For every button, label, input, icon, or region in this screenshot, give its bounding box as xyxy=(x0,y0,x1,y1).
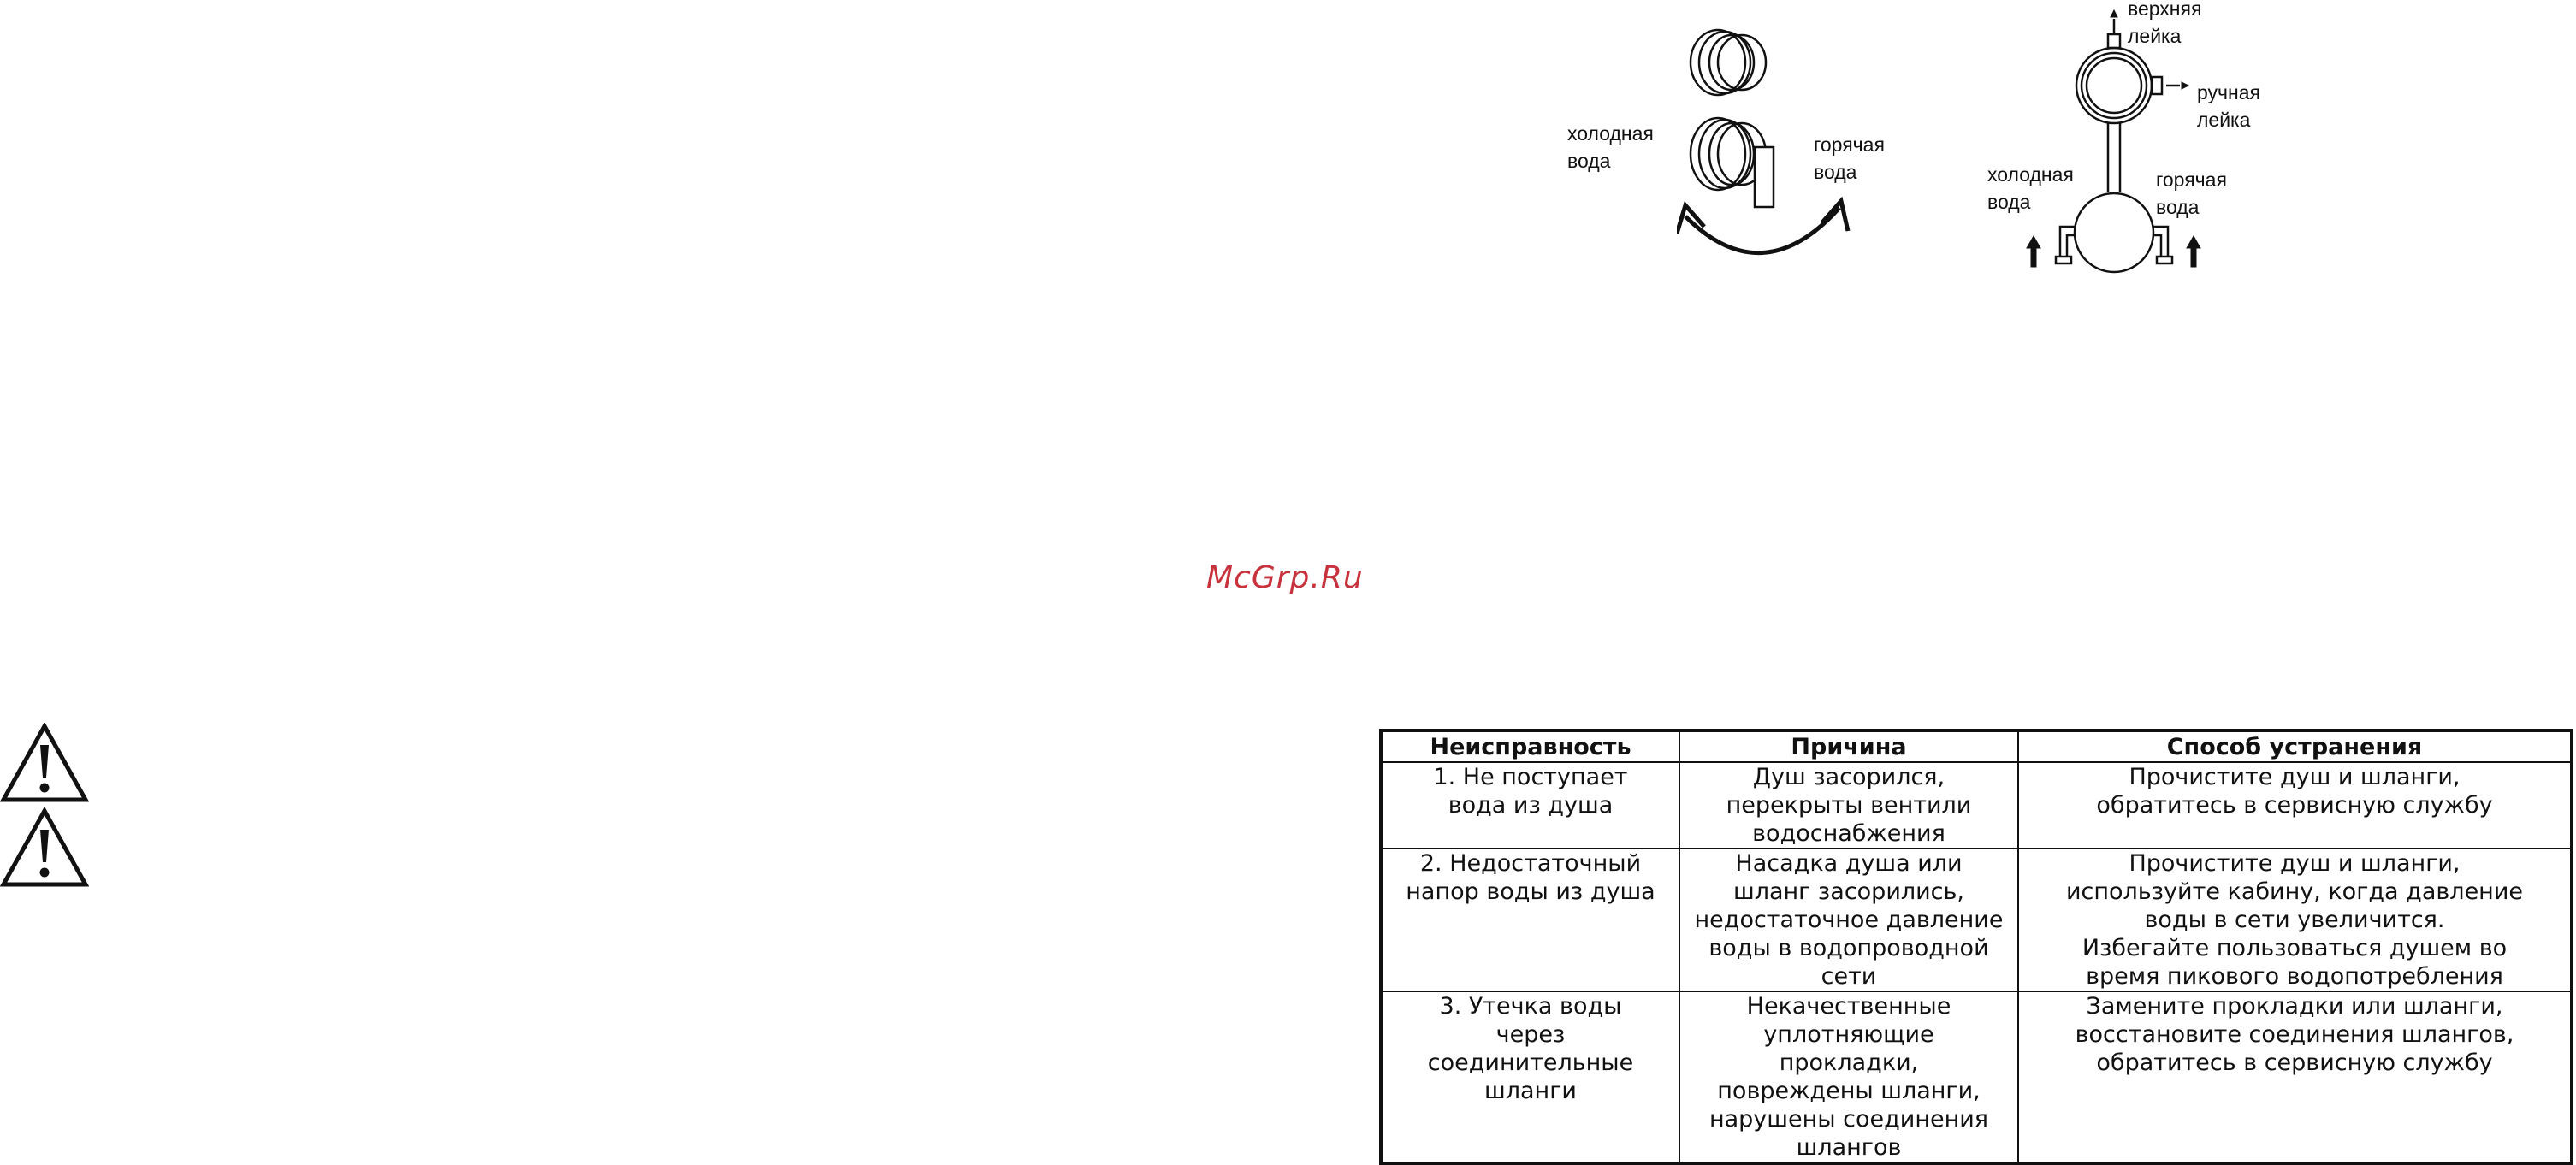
table-row: 1. Не поступает вода из душа Душ засорил… xyxy=(1380,761,2573,849)
upper-knob-icon xyxy=(1689,28,1768,97)
hand-shower-label: ручная лейка xyxy=(2197,81,2260,131)
fault-cell: 2. Недостаточный напор воды из душа xyxy=(1380,848,1680,992)
mixer-cold-water-label: холодная вода xyxy=(1567,122,1654,172)
rotation-arrow-icon xyxy=(1677,196,1851,255)
warning-icon xyxy=(0,807,89,887)
pipe-diagram xyxy=(2026,9,2201,274)
header-fix: Способ устранения xyxy=(2017,730,2573,763)
mixer-hot-water-label: горячая вода xyxy=(1814,133,1885,183)
top-outlet-arrow-icon xyxy=(2110,9,2118,18)
fault-cell: 1. Не поступает вода из душа xyxy=(1380,761,1680,849)
cause-cell: Душ засорился, перекрыты вентили водосна… xyxy=(1679,761,2019,849)
watermark: McGrp.Ru xyxy=(1206,560,1364,595)
fix-cell: Замените прокладки или шланги, восстанов… xyxy=(2017,991,2573,1164)
table-header-row: Неисправность Причина Способ устранения xyxy=(1380,730,2573,763)
warning-icon xyxy=(0,723,89,802)
pipe-hot-water-label: горячая вода xyxy=(2156,169,2227,218)
fix-cell: Прочистите душ и шланги, обратитесь в се… xyxy=(2017,761,2573,849)
troubleshooting-table: Неисправность Причина Способ устранения … xyxy=(1379,729,2573,1165)
top-shower-icon xyxy=(2075,46,2153,125)
pipe-cold-water-label: холодная вода xyxy=(1987,163,2074,213)
fault-cell: 3. Утечка воды через соединительные шлан… xyxy=(1380,991,1680,1164)
mixing-valve-icon xyxy=(2073,192,2155,274)
lower-knob-icon xyxy=(1689,116,1775,209)
table-row: 3. Утечка воды через соединительные шлан… xyxy=(1380,991,2573,1164)
fix-cell: Прочистите душ и шланги, используйте каб… xyxy=(2017,848,2573,992)
top-shower-label: верхняя лейка xyxy=(2128,0,2202,47)
cause-cell: Некачественные уплотняющие прокладки, по… xyxy=(1679,991,2019,1164)
header-fault: Неисправность xyxy=(1380,730,1680,763)
hand-outlet-arrow-icon xyxy=(2181,81,2190,90)
cause-cell: Насадка душа или шланг засорились, недос… xyxy=(1679,848,2019,992)
header-cause: Причина xyxy=(1679,730,2019,763)
mixer-diagram xyxy=(1677,28,1851,255)
hot-inlet-arrow-icon xyxy=(2186,234,2201,268)
table-row: 2. Недостаточный напор воды из душа Наса… xyxy=(1380,848,2573,992)
cold-inlet-arrow-icon xyxy=(2026,234,2041,268)
